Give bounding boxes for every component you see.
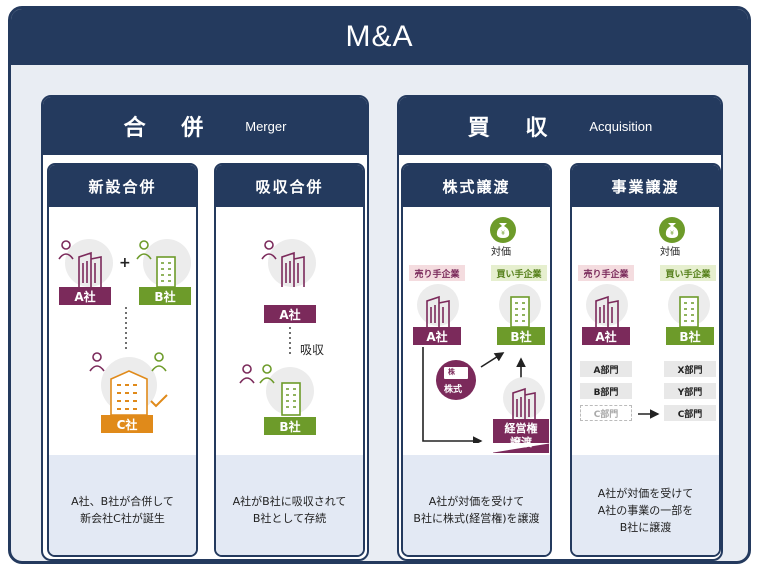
acquisition-title-en: Acquisition — [589, 118, 653, 134]
dept-a-3-transferred: C部門 — [580, 405, 632, 421]
company-a-label: A社 — [582, 327, 630, 345]
card-caption: A社、B社が合併して 新会社C社が誕生 — [71, 495, 174, 525]
company-b-icon — [668, 284, 710, 328]
transfer-arrows — [422, 347, 526, 446]
card-stock-transfer: 株式譲渡 ¥ 対価 売り手企業 買い手企業 A社 — [401, 163, 552, 557]
company-b-icon — [499, 284, 541, 328]
stock-certificate-label: 株 — [448, 368, 455, 376]
dept-a-2: B部門 — [580, 383, 632, 399]
money-bag-icon: ¥ — [490, 217, 516, 243]
stock-badge-icon — [436, 360, 476, 400]
transferred-company-icon — [503, 377, 545, 421]
merger-header: 合 併 Merger — [43, 97, 367, 155]
ma-diagram: M&A 合 併 Merger 新設合併 A社 + — [8, 6, 751, 564]
card-caption-area: A社が対価を受けて A社の事業の一部を B社に譲渡 — [572, 443, 719, 555]
plus-sign: + — [119, 255, 131, 271]
company-a-icon — [586, 284, 628, 327]
card-caption: A社が対価を受けて B社に株式(経営権)を譲渡 — [413, 495, 540, 525]
money-bag-icon: ¥ — [659, 217, 685, 243]
consideration-label: 対価 — [491, 247, 511, 258]
merger-title-en: Merger — [245, 118, 287, 134]
company-b-icon — [239, 364, 314, 416]
company-b-icon — [136, 239, 191, 288]
company-a-label: A社 — [59, 287, 111, 305]
merger-section: 合 併 Merger 新設合併 A社 + — [41, 95, 369, 561]
card-illustration: A社 + B社 — [49, 207, 196, 457]
svg-text:¥: ¥ — [501, 230, 505, 237]
card-illustration: ¥ 対価 売り手企業 買い手企業 A社 B社 A部門 B部門 C部門 — [572, 207, 719, 457]
card-illustration: A社 吸収 B社 — [216, 207, 363, 457]
company-a-icon — [58, 239, 113, 287]
card-title: 吸収合併 — [216, 165, 363, 207]
company-b-label: B社 — [264, 417, 316, 435]
dept-b-2: Y部門 — [664, 383, 716, 399]
card-title: 事業譲渡 — [572, 165, 719, 207]
dept-transfer-arrow — [638, 409, 660, 419]
card-business-transfer: 事業譲渡 ¥ 対価 売り手企業 買い手企業 A社 — [570, 163, 721, 557]
merge-connector — [125, 307, 127, 349]
acquisition-title-jp: 買 収 — [467, 116, 562, 141]
page-title: M&A — [11, 9, 748, 65]
acquisition-section: 買 収 Acquisition 株式譲渡 ¥ 対価 売り手企業 買い手企業 — [397, 95, 723, 561]
card-illustration: ¥ 対価 売り手企業 買い手企業 A社 B社 — [403, 207, 550, 457]
card-caption: A社が対価を受けて A社の事業の一部を B社に譲渡 — [597, 486, 694, 534]
seller-tag: 売り手企業 — [409, 265, 465, 281]
card-title: 新設合併 — [49, 165, 196, 207]
card-absorption-merger: 吸収合併 A社 吸収 — [214, 163, 365, 557]
card-caption-area: A社が対価を受けて B社に株式(経営権)を譲渡 — [403, 443, 550, 555]
company-a-label: A社 — [264, 305, 316, 323]
seller-tag: 売り手企業 — [578, 265, 634, 281]
acquisition-header: 買 収 Acquisition — [399, 97, 721, 155]
card-caption: A社がB社に吸収されて B社として存続 — [232, 495, 347, 525]
card-title: 株式譲渡 — [403, 165, 550, 207]
absorption-connector — [289, 327, 291, 357]
dept-a-1: A部門 — [580, 361, 632, 377]
company-c-icon — [89, 352, 168, 416]
stock-badge-label: 株式 — [444, 385, 463, 395]
svg-text:¥: ¥ — [670, 230, 674, 237]
buyer-tag: 買い手企業 — [660, 265, 716, 281]
consideration-label: 対価 — [660, 247, 680, 258]
company-b-label: B社 — [139, 287, 191, 305]
card-new-merger: 新設合併 A社 + B社 — [47, 163, 198, 557]
company-b-label: B社 — [497, 327, 545, 345]
company-a-label: A社 — [413, 327, 461, 345]
company-b-label: B社 — [666, 327, 714, 345]
buyer-tag: 買い手企業 — [491, 265, 547, 281]
absorption-label: 吸収 — [300, 343, 325, 357]
dept-b-1: X部門 — [664, 361, 716, 377]
company-a-icon — [261, 239, 316, 287]
dept-b-3: C部門 — [664, 405, 716, 421]
merger-title-jp: 合 併 — [123, 116, 218, 141]
card-caption-area: A社、B社が合併して 新会社C社が誕生 — [49, 443, 196, 555]
company-c-label: C社 — [101, 415, 153, 433]
card-caption-area: A社がB社に吸収されて B社として存続 — [216, 443, 363, 555]
company-a-icon — [417, 284, 459, 327]
